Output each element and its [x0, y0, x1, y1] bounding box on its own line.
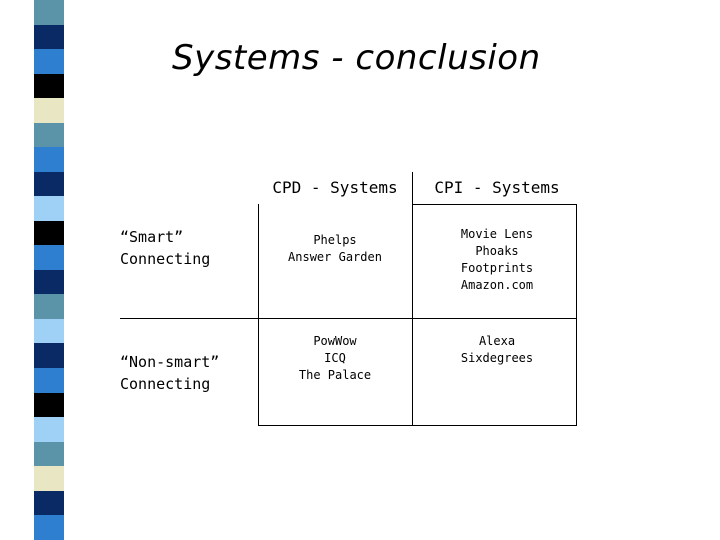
decorative-stripe — [34, 0, 64, 540]
stripe-block — [34, 147, 64, 172]
stripe-block — [34, 269, 64, 295]
stripe-block — [34, 367, 64, 393]
grid-line-bottom — [258, 425, 577, 426]
row-header-line: “Smart” — [120, 228, 184, 246]
cell-item: The Palace — [298, 368, 372, 382]
grid-line-top-right — [412, 204, 577, 205]
stripe-block — [34, 24, 64, 50]
stripe-block — [34, 122, 64, 148]
stripe-block — [34, 490, 64, 516]
stripe-block — [34, 392, 64, 418]
cell-item: Answer Garden — [288, 250, 382, 264]
stripe-block — [34, 466, 64, 491]
column-header-cpd: CPD - Systems — [272, 178, 398, 197]
stripe-block — [34, 441, 64, 467]
row-header-line: Connecting — [120, 375, 211, 393]
cell-non-smart-cpd: PowWow ICQ The Palace — [258, 333, 412, 384]
stripe-block — [34, 171, 64, 197]
stripe-block — [34, 196, 64, 221]
cell-item: Movie Lens — [460, 227, 534, 241]
stripe-block — [34, 294, 64, 319]
stripe-block — [34, 515, 64, 540]
cell-item: Alexa — [478, 334, 516, 348]
stripe-block — [34, 73, 64, 99]
row-header-line: Connecting — [120, 250, 211, 268]
cell-item: Footprints — [460, 261, 534, 275]
stripe-block — [34, 49, 64, 74]
row-header-smart: “Smart” Connecting — [120, 226, 210, 270]
grid-line-middle-horizontal — [120, 318, 577, 319]
stripe-block — [34, 318, 64, 344]
cell-smart-cpi: Movie Lens Phoaks Footprints Amazon.com — [416, 226, 578, 294]
slide-title: Systems - conclusion — [172, 38, 541, 78]
stripe-block — [34, 98, 64, 123]
grid-line-left-vertical — [258, 204, 259, 426]
cell-item: Phoaks — [475, 244, 519, 258]
cell-item: ICQ — [324, 351, 346, 365]
cell-item: Sixdegrees — [460, 351, 534, 365]
stripe-block — [34, 417, 64, 442]
cell-smart-cpd: Phelps Answer Garden — [258, 232, 412, 266]
stripe-block — [34, 220, 64, 246]
stripe-block — [34, 343, 64, 368]
row-header-non-smart: “Non-smart” Connecting — [120, 351, 219, 395]
cell-item: PowWow — [313, 334, 357, 348]
column-header-cpi: CPI - Systems — [434, 178, 560, 197]
stripe-block — [34, 245, 64, 270]
cell-non-smart-cpi: Alexa Sixdegrees — [416, 333, 578, 367]
grid-line-right-vertical — [576, 204, 577, 426]
grid-line-center-vertical — [412, 172, 413, 426]
cell-item: Phelps — [313, 233, 357, 247]
cell-item: Amazon.com — [460, 278, 534, 292]
stripe-block — [34, 0, 64, 25]
row-header-line: “Non-smart” — [120, 353, 220, 371]
